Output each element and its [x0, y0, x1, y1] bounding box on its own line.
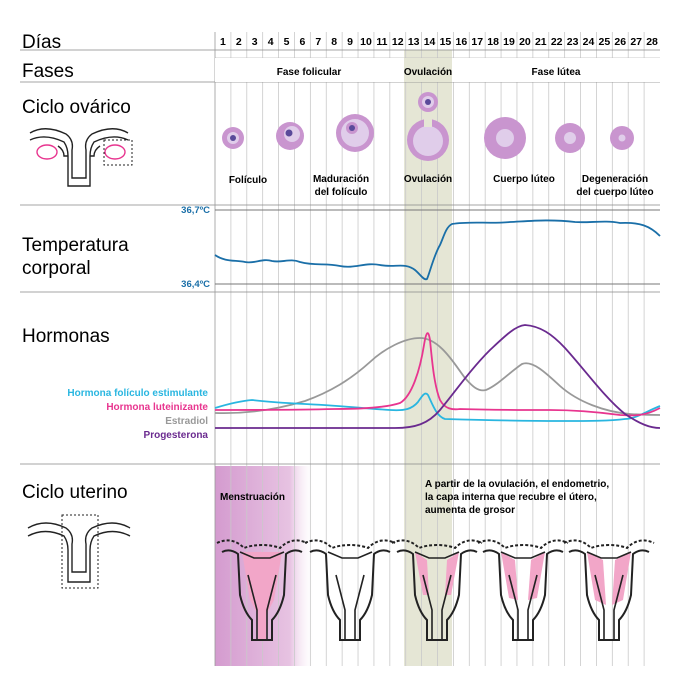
progesterone-curve	[215, 324, 661, 429]
day-number: 1	[220, 36, 226, 48]
day-number: 5	[284, 36, 290, 48]
day-number: 13	[408, 36, 420, 48]
legend-estradiol: Estradiol	[165, 416, 208, 427]
day-grid	[230, 32, 645, 666]
uterus-stage-5	[563, 539, 655, 641]
day-number: 4	[268, 36, 274, 48]
day-number: 7	[315, 36, 321, 48]
day-number: 27	[630, 36, 642, 48]
ovary-uterus-icon	[29, 128, 133, 187]
legend-fsh: Hormona folículo estimulante	[67, 388, 208, 399]
temperature-low-label: 36,4ºC	[181, 279, 210, 290]
day-number: 23	[567, 36, 579, 48]
day-number: 10	[360, 36, 372, 48]
row-label-dias: Días	[22, 32, 61, 53]
label-maduracion-1: Maduración	[313, 174, 369, 185]
day-number: 21	[535, 36, 547, 48]
uterus-stage-1	[216, 539, 308, 641]
lh-curve	[214, 332, 661, 417]
row-label-ciclo-uterino: Ciclo uterino	[22, 482, 128, 503]
day-number: 18	[487, 36, 499, 48]
uterine-note-3: aumenta de grosor	[425, 505, 515, 516]
label-maduracion-2: del folículo	[315, 187, 368, 198]
day-number: 2	[236, 36, 242, 48]
label-menstruacion: Menstruación	[220, 492, 285, 503]
day-number: 17	[471, 36, 483, 48]
uterine-note-1: A partir de la ovulación, el endometrio,	[425, 479, 609, 490]
day-number: 8	[331, 36, 337, 48]
day-number: 20	[519, 36, 531, 48]
legend-progesterona: Progesterona	[144, 430, 209, 441]
phase-lutea: Fase lútea	[532, 67, 581, 78]
day-number: 15	[440, 36, 452, 48]
day-number: 26	[614, 36, 626, 48]
row-label-temperatura: Temperatura	[22, 235, 129, 256]
day-number: 16	[455, 36, 467, 48]
uterus-stage-2	[304, 539, 396, 641]
uterus-stage-4	[477, 539, 569, 641]
uterus-icon	[27, 514, 131, 589]
fsh-curve	[214, 392, 661, 422]
label-degeneracion-2: del cuerpo lúteo	[576, 187, 653, 198]
day-number: 9	[347, 36, 353, 48]
day-number: 22	[551, 36, 563, 48]
day-number: 3	[252, 36, 258, 48]
row-label-fases: Fases	[22, 61, 74, 82]
label-foliculo: Folículo	[229, 175, 267, 186]
temperature-curve	[214, 219, 661, 281]
day-number: 28	[646, 36, 658, 48]
temperature-high-label: 36,7ºC	[181, 205, 210, 216]
row-label-hormonas: Hormonas	[22, 326, 110, 347]
uterus-stage-3	[391, 539, 483, 641]
label-cuerpo-luteo: Cuerpo lúteo	[493, 174, 555, 185]
phase-ovulacion: Ovulación	[404, 67, 452, 78]
phase-folicular: Fase folicular	[277, 67, 342, 78]
row-label-corporal: corporal	[22, 258, 91, 279]
day-number: 25	[599, 36, 611, 48]
label-degeneracion-1: Degeneración	[582, 174, 648, 185]
follicle-stages	[222, 92, 634, 161]
uterus-stages	[216, 539, 655, 641]
day-number: 19	[503, 36, 515, 48]
day-number: 14	[424, 36, 436, 48]
day-number: 24	[583, 36, 595, 48]
row-label-ciclo-ovarico: Ciclo ovárico	[22, 97, 131, 118]
legend-lh: Hormona luteinizante	[106, 402, 208, 413]
day-number: 12	[392, 36, 404, 48]
label-ovulacion: Ovulación	[404, 174, 452, 185]
uterine-note-2: la capa interna que recubre el útero,	[425, 492, 597, 503]
day-number: 11	[376, 36, 387, 48]
day-number: 6	[299, 36, 305, 48]
estradiol-curve	[214, 337, 661, 416]
